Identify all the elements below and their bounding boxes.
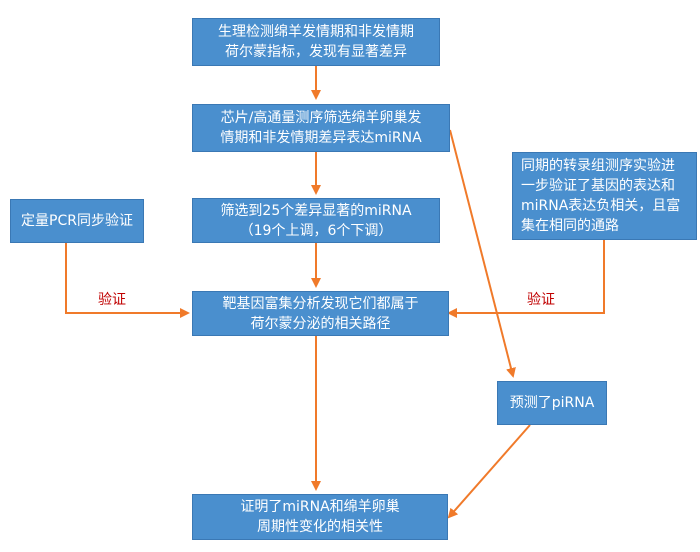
node-transcriptome-line4: 集在相同的通路 bbox=[521, 218, 619, 234]
arrow-transcriptome-to-target bbox=[447, 240, 605, 318]
node-qpcr-validation: 定量PCR同步验证 bbox=[10, 199, 144, 243]
node-proof-line2: 周期性变化的相关性 bbox=[257, 519, 383, 535]
arrow-seq-to-pirna bbox=[449, 129, 516, 378]
node-seq-line1: 芯片/高通量测序筛选绵羊卵巢发 bbox=[220, 110, 422, 126]
node-seq-line2: 情期和非发情期差异表达miRNA bbox=[220, 130, 422, 146]
node-target-line1: 靶基因富集分析发现它们都属于 bbox=[222, 295, 419, 312]
node-pirna-prediction: 预测了piRNA bbox=[497, 381, 607, 425]
edge-label-left-verify: 验证 bbox=[98, 292, 126, 308]
edge-label-right-verify: 验证 bbox=[527, 292, 555, 308]
node-proof-line1: 证明了miRNA和绵羊卵巢 bbox=[240, 499, 400, 515]
node-target-enrichment: 靶基因富集分析发现它们都属于 荷尔蒙分泌的相关路径 bbox=[192, 291, 449, 336]
node-pcr-line1: 定量PCR同步验证 bbox=[21, 213, 133, 229]
node-pirna-line1: 预测了piRNA bbox=[509, 395, 595, 411]
node-transcriptome-line1: 同期的转录组测序实验进 bbox=[521, 158, 675, 174]
node-sequencing-screen: 芯片/高通量测序筛选绵羊卵巢发 情期和非发情期差异表达miRNA bbox=[192, 104, 450, 152]
arrow-pcr-to-target bbox=[65, 243, 190, 318]
arrow-pirna-to-proof bbox=[447, 424, 531, 519]
node-screen-line2: （19个上调，6个下调） bbox=[239, 222, 393, 239]
node-significant-mirna: 筛选到25个差异显著的miRNA （19个上调，6个下调） bbox=[192, 198, 440, 243]
node-proof-correlation: 证明了miRNA和绵羊卵巢 周期性变化的相关性 bbox=[192, 494, 448, 540]
node-transcriptome: 同期的转录组测序实验进 一步验证了基因的表达和 miRNA表达负相关，且富 集在… bbox=[512, 152, 697, 240]
node-physio-line1: 生理检测绵羊发情期和非发情期 bbox=[218, 24, 414, 40]
node-screen-line1: 筛选到25个差异显著的miRNA bbox=[220, 202, 412, 219]
node-physio-detection: 生理检测绵羊发情期和非发情期 荷尔蒙指标，发现有显著差异 bbox=[192, 18, 440, 66]
node-transcriptome-line3: miRNA表达负相关，且富 bbox=[521, 198, 681, 214]
node-target-line2: 荷尔蒙分泌的相关路径 bbox=[250, 315, 391, 332]
node-transcriptome-line2: 一步验证了基因的表达和 bbox=[521, 178, 675, 194]
node-physio-line2: 荷尔蒙指标，发现有显著差异 bbox=[225, 44, 407, 60]
